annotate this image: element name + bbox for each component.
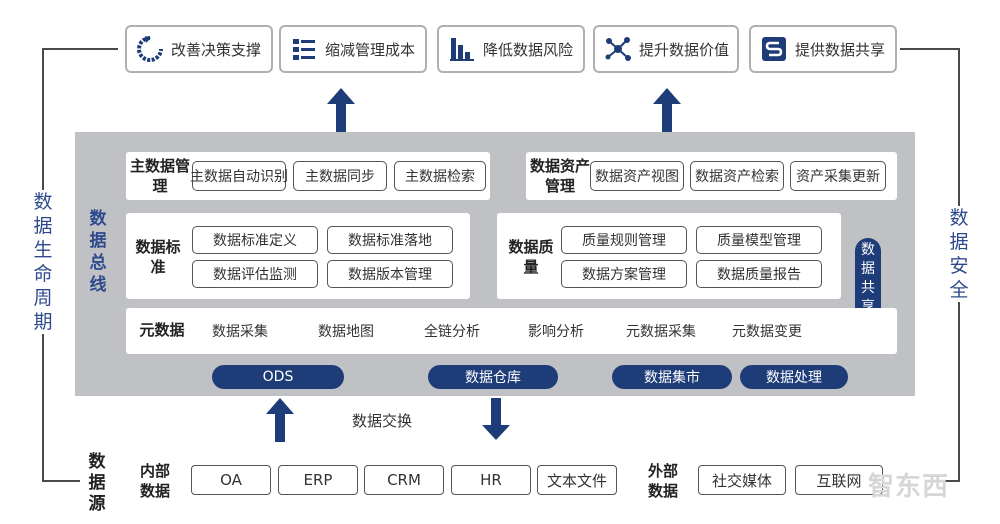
bar-chart-icon xyxy=(447,34,477,64)
data-exchange-label: 数据交换 xyxy=(352,412,413,430)
benefit-label: 提供数据共享 xyxy=(795,40,886,59)
frame-right-top xyxy=(900,48,960,50)
up-arrow-icon xyxy=(266,398,294,442)
master-data-chip: 主数据检索 xyxy=(394,161,486,191)
benefit-label: 提升数据价值 xyxy=(639,40,730,59)
data-source-label: 数据源 xyxy=(88,452,106,514)
standard-chip: 数据标准定义 xyxy=(192,226,318,254)
benefit-share: 提供数据共享 xyxy=(749,25,897,73)
internal-data-label: 内部数据 xyxy=(140,462,171,500)
up-arrow-icon xyxy=(653,88,681,132)
benefit-decision: 改善决策支撑 xyxy=(125,25,273,73)
external-source: 互联网 xyxy=(795,465,883,495)
benefit-label: 改善决策支撑 xyxy=(171,40,262,59)
standard-chip: 数据评估监测 xyxy=(192,260,318,288)
metadata-item: 数据采集 xyxy=(212,324,268,340)
internal-source: OA xyxy=(191,465,271,495)
metadata-title: 元数据 xyxy=(139,321,185,339)
master-data-chip: 主数据自动识别 xyxy=(190,161,288,191)
metadata-panel xyxy=(126,308,897,354)
watermark: 智东西 xyxy=(868,472,950,502)
metadata-item: 全链分析 xyxy=(424,324,480,340)
down-arrow-icon xyxy=(482,398,510,440)
storage-warehouse: 数据仓库 xyxy=(428,365,558,389)
benefit-value: 提升数据价值 xyxy=(593,25,739,73)
quality-title: 数据质量 xyxy=(508,238,554,276)
asset-chip: 资产采集更新 xyxy=(790,161,886,191)
standard-chip: 数据版本管理 xyxy=(327,260,453,288)
quality-chip: 数据质量报告 xyxy=(696,260,822,288)
benefit-risk: 降低数据风险 xyxy=(437,25,585,73)
internal-source: ERP xyxy=(278,465,358,495)
metadata-item: 元数据变更 xyxy=(732,324,802,340)
quality-chip: 质量规则管理 xyxy=(561,226,687,254)
quality-chip: 质量模型管理 xyxy=(696,226,822,254)
storage-ods: ODS xyxy=(212,365,344,389)
share-s-icon xyxy=(759,34,789,64)
lifecycle-label: 数据生命周期 xyxy=(31,190,55,334)
metadata-item: 元数据采集 xyxy=(626,324,696,340)
frame-right-bottom xyxy=(940,480,960,482)
frame-left-top xyxy=(42,48,118,50)
standard-chip: 数据标准落地 xyxy=(327,226,453,254)
external-data-label: 外部数据 xyxy=(648,462,679,500)
benefit-label: 缩减管理成本 xyxy=(325,40,416,59)
internal-source: HR xyxy=(451,465,531,495)
metadata-item: 影响分析 xyxy=(528,324,584,340)
frame-left-bottom xyxy=(42,480,80,482)
benefit-label: 降低数据风险 xyxy=(483,40,574,59)
asset-chip: 数据资产检索 xyxy=(690,161,784,191)
list-icon xyxy=(289,34,319,64)
standard-title: 数据标准 xyxy=(135,238,181,276)
internal-source: CRM xyxy=(364,465,444,495)
asset-title: 数据资产管理 xyxy=(530,157,591,195)
refresh-circle-icon xyxy=(135,34,165,64)
quality-chip: 数据方案管理 xyxy=(561,260,687,288)
data-sharing-pill: 数据共享 xyxy=(855,238,881,320)
asset-chip: 数据资产视图 xyxy=(590,161,684,191)
benefit-cost: 缩减管理成本 xyxy=(279,25,427,73)
network-nodes-icon xyxy=(603,34,633,64)
data-bus-label: 数据总线 xyxy=(89,209,107,295)
master-data-chip: 主数据同步 xyxy=(293,161,387,191)
storage-mart: 数据集市 xyxy=(612,365,732,389)
master-data-title: 主数据管理 xyxy=(130,157,191,195)
external-source: 社交媒体 xyxy=(698,465,786,495)
metadata-item: 数据地图 xyxy=(318,324,374,340)
internal-source: 文本文件 xyxy=(537,465,617,495)
security-label: 数据安全 xyxy=(947,206,971,302)
storage-processing: 数据处理 xyxy=(740,365,848,389)
up-arrow-icon xyxy=(327,88,355,132)
